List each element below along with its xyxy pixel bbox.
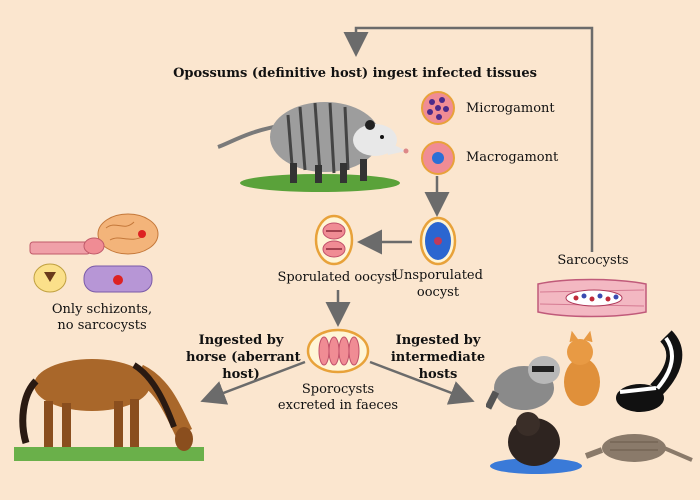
sporocysts-label-line1: Sporocysts: [301, 382, 375, 397]
horse-note-line2: no sarcocysts: [57, 318, 147, 333]
sporulated-oocyst-icon: [314, 214, 354, 266]
microgamont-cell-icon: [421, 91, 455, 125]
horse-path-line2: horse (aberrant: [186, 350, 301, 365]
horse-path-line1: Ingested by: [198, 333, 284, 348]
intermediate-hosts-illustration: [486, 330, 693, 474]
horse-note-line1: Only schizonts,: [51, 302, 153, 317]
opossum-illustration: [217, 102, 409, 192]
arrow-to-intermediate: [369, 360, 475, 405]
sarcocysts-label: Sarcocysts: [557, 253, 629, 268]
diagram-title: Opossums (definitive host) ingest infect…: [173, 66, 537, 81]
sarcocyst-muscle-icon: [537, 278, 647, 318]
return-arrow: [343, 26, 594, 252]
otter-icon: [490, 412, 582, 474]
unsporulated-label-line1: Unsporulated: [393, 268, 483, 283]
sporocysts-icon: [306, 328, 370, 374]
unsporulated-label-line2: oocyst: [416, 285, 460, 300]
horse-illustration: [14, 359, 204, 461]
skunk-icon: [616, 330, 683, 412]
macrogamont-label: Macrogamont: [466, 150, 559, 165]
cat-icon: [564, 330, 600, 406]
sporocysts-label-line2: excreted in faeces: [277, 398, 399, 413]
raccoon-icon: [486, 356, 560, 410]
armadillo-icon: [584, 434, 693, 462]
intermediate-path-line1: Ingested by: [395, 333, 481, 348]
macrogamont-cell-icon: [421, 141, 455, 175]
sporulated-label: Sporulated oocyst: [277, 270, 397, 285]
microgamont-label: Microgamont: [466, 101, 555, 116]
intermediate-path-line3: hosts: [418, 367, 458, 382]
unsporulated-oocyst-icon: [419, 216, 457, 266]
horse-tissue-illustration: [29, 213, 159, 293]
intermediate-path-line2: intermediate: [390, 350, 486, 365]
arrow-to-horse: [200, 360, 306, 405]
horse-path-line3: host): [222, 367, 260, 382]
